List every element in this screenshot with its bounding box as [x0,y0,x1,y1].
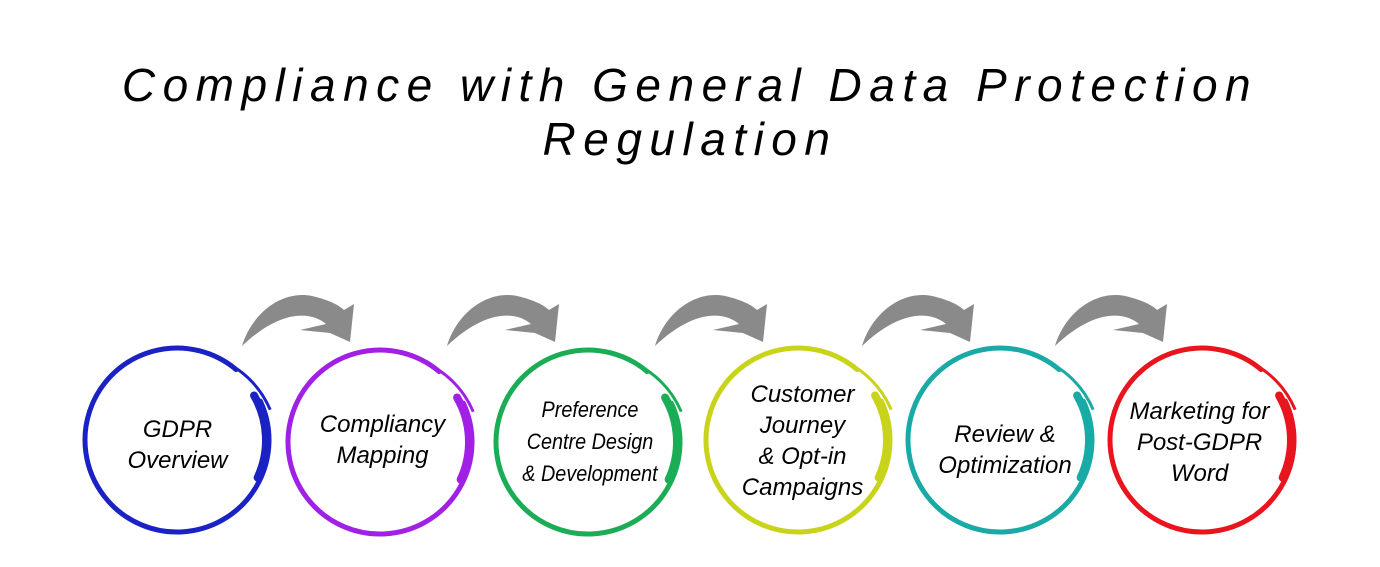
step-label-1: GDPR Overview [127,416,228,474]
curved-arrow-icon-2 [447,295,559,346]
step-circle-2 [285,347,475,537]
diagram-title-line-2: Regulation [542,113,838,165]
diagram-title-line-1: Compliance with General Data Protection [121,59,1259,111]
curved-arrow-icon-5 [1055,295,1167,346]
curved-arrow-icon-1 [242,295,354,346]
step-circle-3 [493,347,683,537]
step-circle-6 [1107,345,1297,535]
step-label-2: Compliancy Mapping [319,411,446,469]
step-circle-5 [905,345,1095,535]
curved-arrow-icon-3 [655,295,767,346]
step-label-4: Customer Journey & Opt-in Campaigns [741,380,864,501]
step-label-3: Preference Centre Design & Development [522,397,658,486]
step-label-5: Review & Optimization [938,421,1072,479]
curved-arrow-icon-4 [862,295,974,346]
step-label-6: Marketing for Post-GDPR Word [1129,398,1270,487]
step-circle-1 [82,345,272,535]
step-circle-4 [703,345,893,535]
